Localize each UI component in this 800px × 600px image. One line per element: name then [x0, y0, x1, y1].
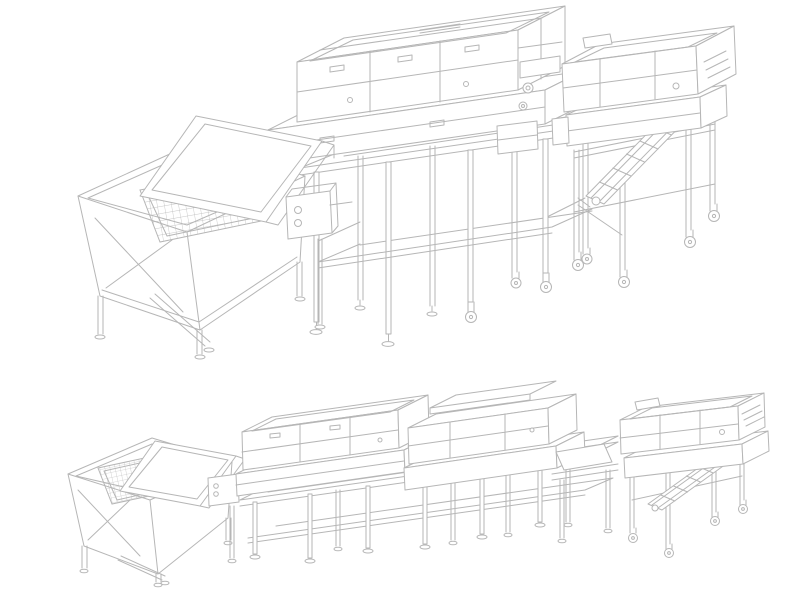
support-frame	[299, 111, 601, 347]
outfeed-unit	[551, 25, 737, 288]
outfeed-hood	[561, 25, 737, 113]
figure-bottom-overview	[67, 380, 770, 588]
elevator-cover	[139, 115, 335, 226]
transfer-chute	[551, 443, 619, 544]
outfeed-unit-small	[619, 392, 770, 558]
processing-unit-1	[235, 394, 434, 497]
main-processing-unit-hood	[296, 5, 566, 123]
control-box-small	[207, 473, 240, 564]
outfeed-hood-small	[619, 392, 766, 455]
elevator-cover-small	[119, 440, 246, 509]
figure-top-detailed	[77, 5, 737, 360]
processing-unit-2	[403, 380, 586, 491]
transfer-unit	[517, 41, 563, 94]
control-box	[285, 182, 353, 330]
